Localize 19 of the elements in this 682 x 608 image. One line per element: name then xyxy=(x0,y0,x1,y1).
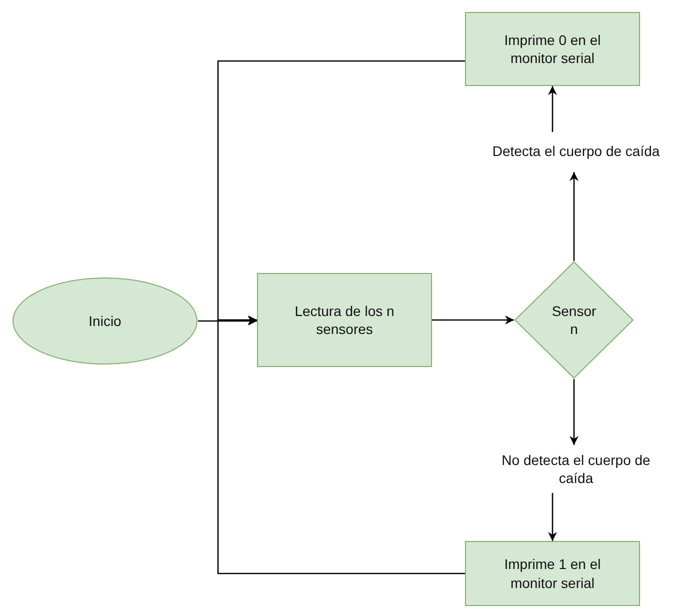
node-label: Lectura de los n sensores xyxy=(294,302,396,338)
process-box xyxy=(465,12,640,86)
arrow xyxy=(198,316,257,326)
decision-diamond xyxy=(514,261,634,379)
arrow xyxy=(570,172,578,261)
arrow xyxy=(548,493,557,541)
arrow xyxy=(432,316,514,324)
node-label: Inicio xyxy=(88,312,122,330)
process-box xyxy=(465,541,640,606)
flow-text: Detecta el cuerpo de caída xyxy=(492,142,660,160)
arrow xyxy=(548,86,557,132)
node-label: Sensor n xyxy=(550,302,598,338)
arrow xyxy=(570,379,578,445)
flow-text: No detecta el cuerpo de caída xyxy=(500,450,652,488)
process-box xyxy=(257,273,432,367)
start-ellipse xyxy=(12,277,198,365)
arrow xyxy=(217,316,465,574)
node-label: Imprime 0 en el monitor serial xyxy=(503,30,602,68)
node-label: Imprime 1 en el monitor serial xyxy=(503,555,602,592)
